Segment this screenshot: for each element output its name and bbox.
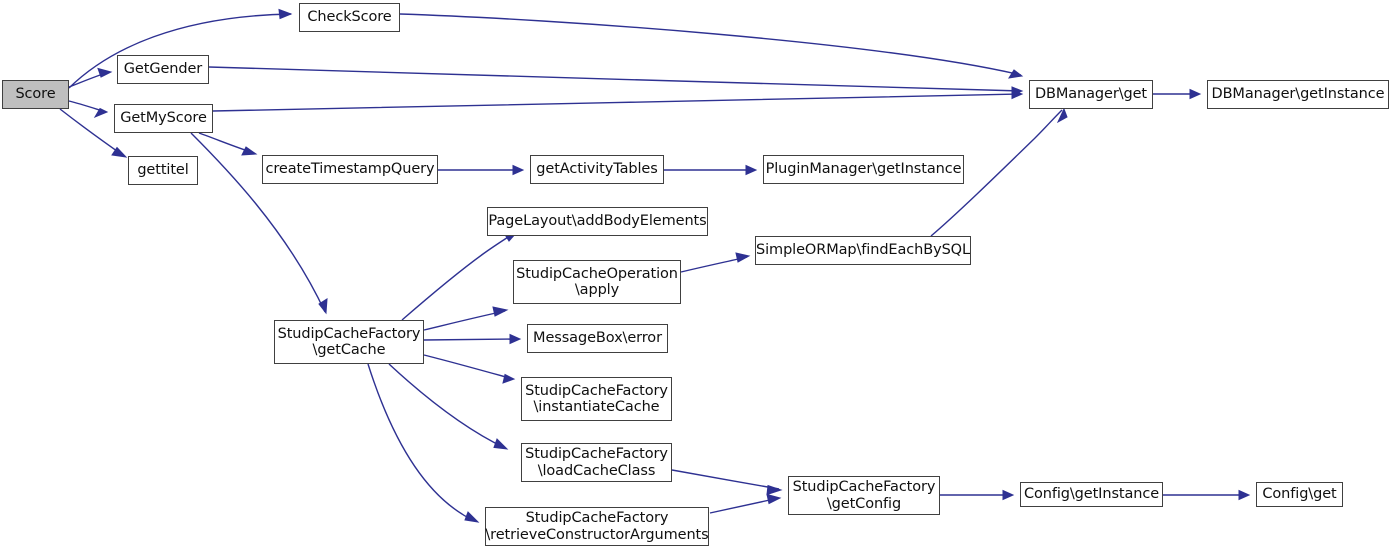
call-edge-getmyscore-to-dbget [212,89,1024,112]
node-dbget[interactable]: DBManager\get [1029,80,1153,109]
node-getcache[interactable]: StudipCacheFactory \getCache [274,320,424,364]
call-edge-getcache-to-msgerror [423,333,522,345]
node-ormap[interactable]: SimpleORMap\findEachBySQL [755,236,971,265]
node-pluginmgr[interactable]: PluginManager\getInstance [763,155,964,184]
node-label-instcache: StudipCacheFactory \instantiateCache [525,382,668,415]
call-edge-checkscore-to-dbget [399,13,1024,79]
call-edge-score-to-checkscore [68,8,293,89]
call-edge-getacttables-to-pluginmgr [664,164,758,176]
node-label-score: Score [15,86,56,103]
node-label-getgender: GetGender [123,61,203,78]
call-edge-loadcache-to-getconfig [671,469,783,496]
node-label-pagelayout: PageLayout\addBodyElements [488,213,707,230]
node-label-createts: createTimestampQuery [265,161,435,178]
node-label-pluginmgr: PluginManager\getInstance [765,161,962,178]
node-label-ormap: SimpleORMap\findEachBySQL [756,242,970,259]
node-label-retrieveargs: StudipCacheFactory \retrieveConstructorA… [485,510,709,543]
call-edge-score-to-getgender [68,67,113,88]
node-msgerror[interactable]: MessageBox\error [527,324,668,353]
node-loadcache[interactable]: StudipCacheFactory \loadCacheClass [521,443,672,482]
node-score[interactable]: Score [2,80,69,109]
call-edge-getcache-to-retrieveargs [367,363,480,523]
node-getgender[interactable]: GetGender [117,55,209,84]
node-getconfig[interactable]: StudipCacheFactory \getConfig [788,476,940,515]
node-cacheop[interactable]: StudipCacheOperation \apply [513,260,681,304]
node-retrieveargs[interactable]: StudipCacheFactory \retrieveConstructorA… [485,507,709,546]
node-label-getacttables: getActivityTables [536,161,658,178]
node-getacttables[interactable]: getActivityTables [530,155,664,184]
node-label-getconfig: StudipCacheFactory \getConfig [792,479,936,512]
call-edge-getmyscore-to-createts [198,132,258,156]
call-edge-score-to-getmyscore [68,100,109,119]
node-cfgget[interactable]: Config\get [1256,482,1343,507]
node-createts[interactable]: createTimestampQuery [262,155,438,184]
call-edge-ormap-to-dbget [930,107,1068,237]
node-label-loadcache: StudipCacheFactory \loadCacheClass [525,446,668,479]
node-label-gettitel: gettitel [137,162,189,179]
node-label-cfgget: Config\get [1262,486,1337,503]
node-dbinst[interactable]: DBManager\getInstance [1207,80,1389,109]
call-edge-getconfig-to-cfginst [940,489,1015,501]
node-checkscore[interactable]: CheckScore [299,3,400,32]
call-edge-createts-to-getacttables [438,164,525,176]
call-edge-getcache-to-loadcache [388,363,509,450]
call-edge-getcache-to-pagelayout [401,230,520,321]
node-label-getcache: StudipCacheFactory \getCache [277,325,421,358]
call-edge-getgender-to-dbget [208,66,1024,96]
call-edge-getcache-to-cacheop [423,306,509,331]
call-edge-getmyscore-to-getcache [190,132,328,315]
node-instcache[interactable]: StudipCacheFactory \instantiateCache [521,377,672,421]
call-edge-score-to-gettitel [59,108,128,158]
call-edge-cfginst-to-cfgget [1163,489,1251,501]
node-label-getmyscore: GetMyScore [120,110,207,127]
node-cfginst[interactable]: Config\getInstance [1020,482,1163,507]
node-label-checkscore: CheckScore [307,9,392,26]
call-edge-getcache-to-instcache [423,354,516,384]
call-edge-dbget-to-dbinst [1153,88,1202,100]
node-label-dbinst: DBManager\getInstance [1211,86,1385,103]
node-getmyscore[interactable]: GetMyScore [114,104,213,133]
node-pagelayout[interactable]: PageLayout\addBodyElements [487,207,708,236]
call-edge-cacheop-to-ormap [680,252,751,273]
node-label-cacheop: StudipCacheOperation \apply [516,265,678,298]
node-label-cfginst: Config\getInstance [1023,486,1160,503]
node-label-dbget: DBManager\get [1034,86,1148,103]
node-label-msgerror: MessageBox\error [533,330,662,347]
node-gettitel[interactable]: gettitel [128,156,198,185]
call-edge-retrieveargs-to-getconfig [709,493,782,514]
